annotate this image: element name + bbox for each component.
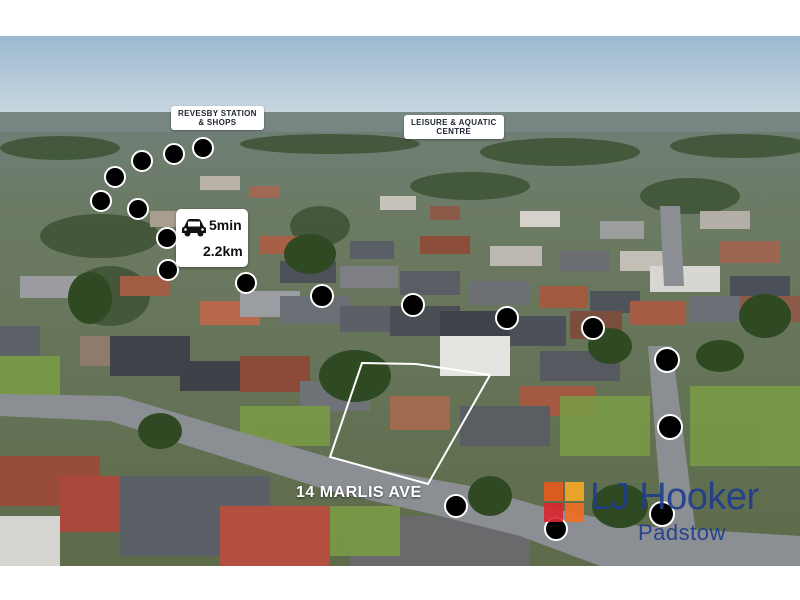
marker-dot (127, 198, 149, 220)
marker-dot (156, 227, 178, 249)
aquatic-centre-label: LEISURE & AQUATIC CENTRE (404, 115, 504, 139)
marker-dot (654, 347, 680, 373)
marker-dot (581, 316, 605, 340)
marker-dot (235, 272, 257, 294)
aerial-photo (0, 36, 800, 566)
marker-dot (163, 143, 185, 165)
agency-watermark: LJ Hooker Padstow (542, 476, 792, 552)
aquatic-label-line2: CENTRE (436, 127, 472, 136)
marker-dots (90, 137, 683, 541)
marker-dot (104, 166, 126, 188)
marker-dot (444, 494, 468, 518)
station-label-line2: & SHOPS (198, 118, 237, 127)
drive-time: 5min (209, 217, 242, 233)
marker-dot (157, 259, 179, 281)
drive-time-badge: 5min 2.2km (176, 209, 248, 267)
car-icon (182, 219, 206, 237)
station-label: REVESBY STATION & SHOPS (171, 106, 264, 130)
marker-dot (495, 306, 519, 330)
marker-dot (131, 150, 153, 172)
lj-hooker-logo-icon (544, 482, 584, 522)
brand-name: LJ Hooker (590, 476, 759, 518)
property-lot-outline (328, 361, 492, 486)
marker-dot (401, 293, 425, 317)
marker-dot (310, 284, 334, 308)
property-address: 14 MARLIS AVE (296, 484, 422, 501)
station-label-line1: REVESBY STATION (178, 109, 257, 118)
marker-dot (90, 190, 112, 212)
marker-dot (657, 414, 683, 440)
marker-dot (649, 501, 675, 527)
drive-distance: 2.2km (203, 243, 243, 259)
aquatic-label-line1: LEISURE & AQUATIC (411, 118, 497, 127)
marker-dot (192, 137, 214, 159)
brand-office: Padstow (638, 520, 726, 545)
